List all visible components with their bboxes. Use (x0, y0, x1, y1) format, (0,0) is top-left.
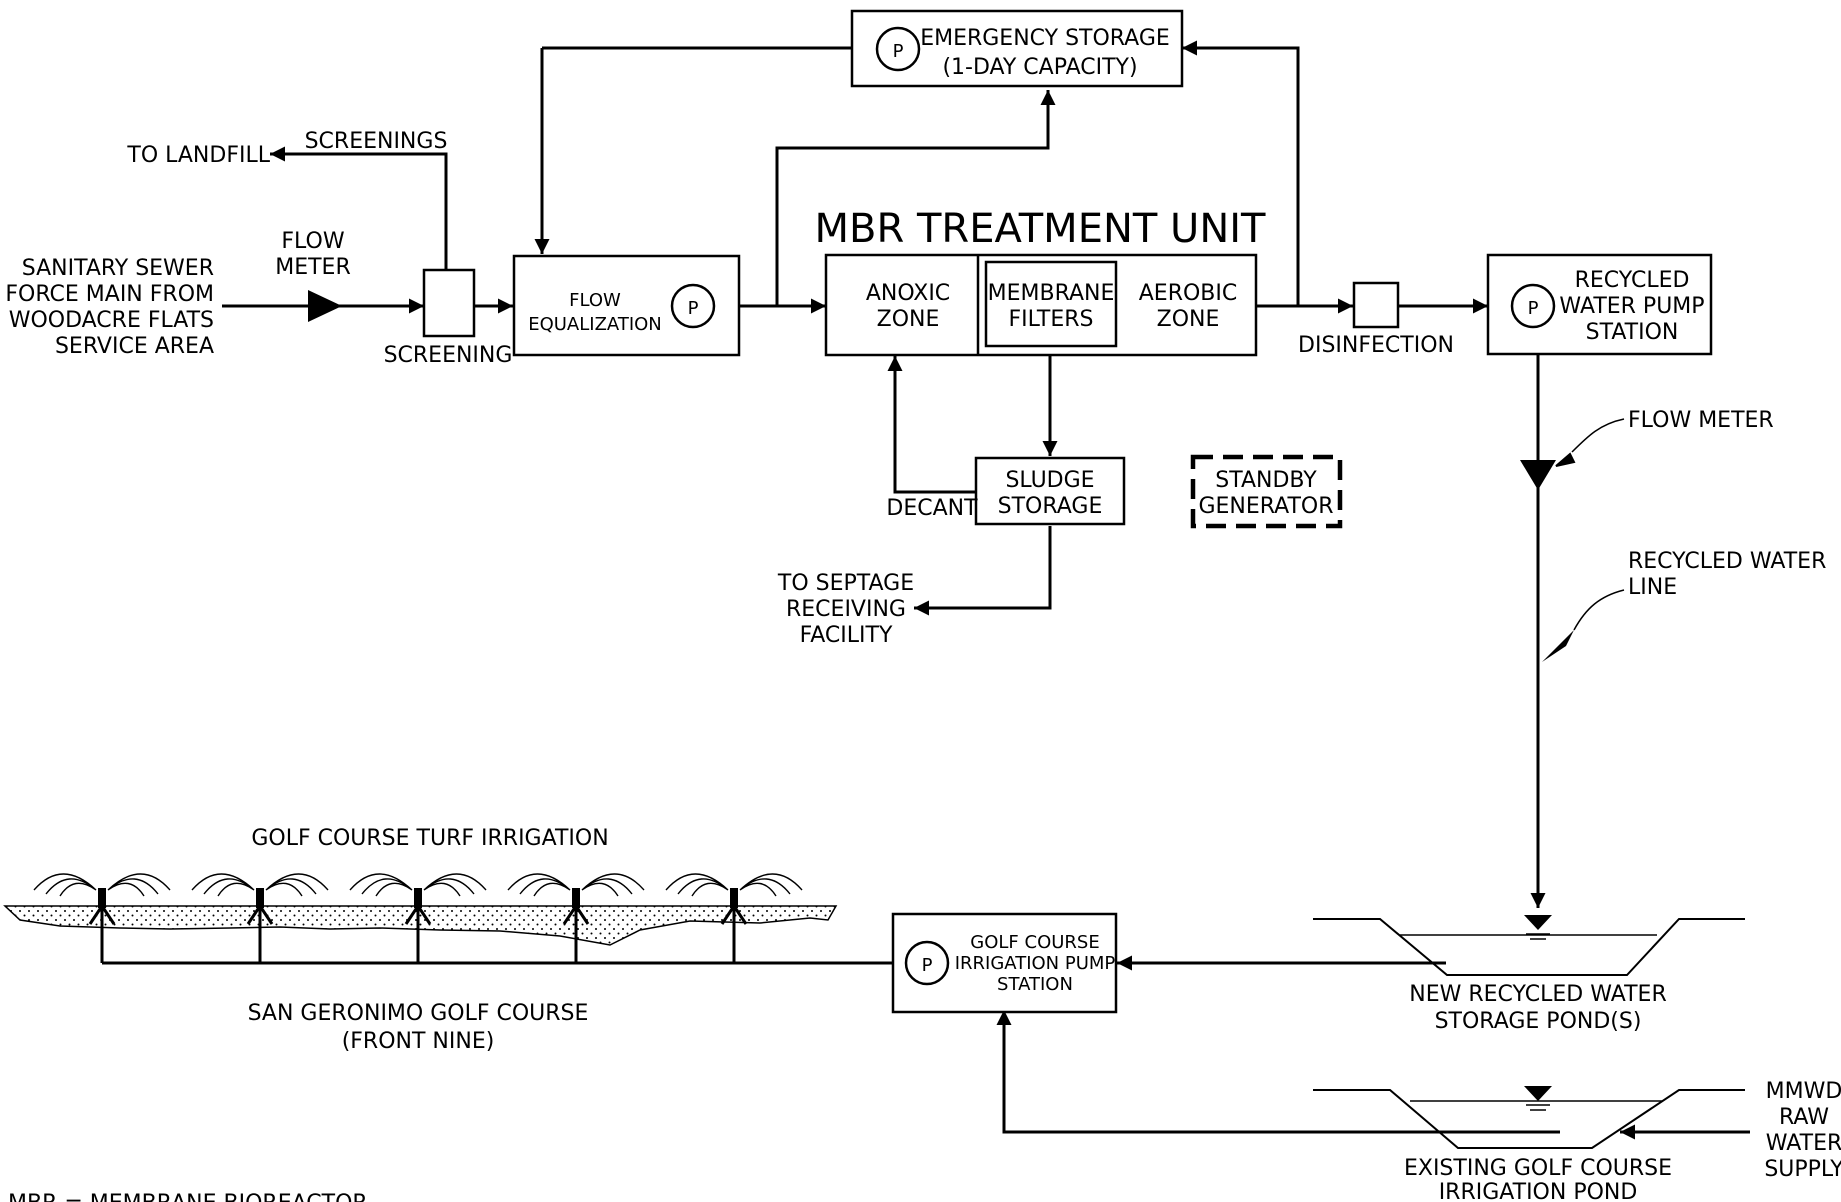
standby-generator-label-2: GENERATOR (1198, 494, 1333, 519)
pump-icon (875, 26, 921, 72)
flow-meter-outlet-icon (1520, 460, 1556, 490)
standby-generator-label-1: STANDBY (1215, 468, 1317, 493)
to-septage-label-3: FACILITY (800, 623, 893, 648)
mmwd-supply-label-1: MMWD (1766, 1079, 1841, 1104)
recycled-water-line-leader (1573, 589, 1625, 631)
flow-meter-inlet-label-1: FLOW (281, 229, 344, 254)
recycled-water-line-label-1: RECYCLED WATER (1628, 549, 1826, 574)
flow-line-screenings-to-landfill (270, 146, 448, 270)
sprinkler-heads (33, 873, 803, 926)
membrane-filters-box (984, 260, 1118, 348)
sludge-storage-box (974, 456, 1126, 526)
existing-pond-label-2: IRRIGATION POND (1439, 1180, 1638, 1202)
anoxic-zone-label-1: ANOXIC (866, 281, 950, 306)
mmwd-supply-label-2: RAW (1779, 1105, 1829, 1130)
pump-icon (670, 283, 716, 329)
screenings-label: SCREENINGS (305, 129, 448, 154)
flow-line-decant (887, 356, 976, 494)
sewer-source-label-1: SANITARY SEWER (22, 256, 214, 281)
pump-symbol: P (688, 298, 699, 319)
golf-pump-station-label-3: STATION (997, 974, 1073, 995)
sludge-storage-label-1: SLUDGE (1005, 468, 1094, 493)
pump-symbol: P (922, 955, 933, 976)
mbr-title: MBR TREATMENT UNIT (815, 206, 1267, 252)
flow-equalization-label-2: EQUALIZATION (528, 314, 662, 335)
standby-generator-box (1190, 454, 1343, 529)
golf-course-name-label-2: (FRONT NINE) (342, 1029, 495, 1054)
decant-label: DECANT (886, 496, 978, 521)
to-septage-label-1: TO SEPTAGE (777, 571, 914, 596)
to-landfill-label: TO LANDFILL (126, 143, 270, 168)
flow-line-existing-pond-to-golf-pump (996, 1010, 1560, 1134)
pump-symbol: P (893, 41, 904, 62)
flow-line-equalization-to-emergency (775, 90, 1056, 305)
mmwd-supply-label-3: WATER (1766, 1131, 1841, 1156)
recycled-pump-station-label-1: RECYCLED (1575, 268, 1690, 293)
footnote: MBR = MEMBRANE BIOREACTOR (8, 1191, 368, 1202)
sewer-source-label-3: WOODACRE FLATS (9, 308, 214, 333)
to-septage-label-2: RECEIVING (786, 597, 906, 622)
recycled-pump-station-label-2: WATER PUMP (1559, 294, 1704, 319)
new-storage-pond-label-1: NEW RECYCLED WATER (1409, 982, 1666, 1007)
recycled-water-line-label-2: LINE (1628, 575, 1677, 600)
sewer-source-label-2: FORCE MAIN FROM (5, 282, 214, 307)
golf-course-turf (3, 905, 838, 946)
leader-arrow-icon-2 (1542, 630, 1574, 662)
golf-course-name-label-1: SAN GERONIMO GOLF COURSE (248, 1001, 589, 1026)
leader-arrow-icon (1555, 452, 1576, 467)
existing-pond-label-1: EXISTING GOLF COURSE (1404, 1156, 1672, 1181)
mmwd-supply-label-4: SUPPLY (1764, 1157, 1841, 1182)
flow-meter-outlet-leader (1571, 418, 1625, 453)
golf-pump-station-label-1: GOLF COURSE (970, 932, 1099, 953)
pump-symbol: P (1528, 298, 1539, 319)
recycled-pump-station-label-3: STATION (1586, 320, 1679, 345)
golf-pump-station-label-2: IRRIGATION PUMP (955, 953, 1116, 974)
flow-meter-inlet-icon (308, 290, 342, 322)
pump-icon (904, 940, 950, 986)
sludge-storage-label-2: STORAGE (998, 494, 1103, 519)
new-recycled-water-pond (1313, 915, 1745, 976)
flow-meter-outlet-label: FLOW METER (1628, 408, 1774, 433)
pump-icon (1510, 283, 1556, 329)
flow-meter-inlet-label-2: METER (275, 255, 351, 280)
flow-line-sludge-to-septage (914, 526, 1052, 616)
anoxic-zone-label-2: ZONE (877, 307, 940, 332)
emergency-storage-label-2: (1-DAY CAPACITY) (942, 55, 1137, 80)
emergency-storage-label-1: EMERGENCY STORAGE (920, 26, 1170, 51)
existing-irrigation-pond (1313, 1086, 1745, 1149)
aerobic-zone-label-1: AEROBIC (1139, 281, 1238, 306)
flow-line-mbr-to-emergency (1182, 40, 1300, 306)
new-storage-pond-label-2: STORAGE POND(S) (1435, 1009, 1642, 1034)
aerobic-zone-label-2: ZONE (1157, 307, 1220, 332)
disinfection-box (1352, 281, 1400, 329)
golf-turf-irrigation-label: GOLF COURSE TURF IRRIGATION (251, 826, 608, 851)
flow-equalization-label-1: FLOW (569, 290, 621, 311)
membrane-filters-label-2: FILTERS (1009, 307, 1094, 332)
disinfection-label: DISINFECTION (1298, 333, 1454, 358)
screening-box (422, 268, 476, 338)
membrane-filters-label-1: MEMBRANE (988, 281, 1115, 306)
screening-label: SCREENING (384, 343, 513, 368)
sewer-source-label-4: SERVICE AREA (55, 334, 214, 359)
